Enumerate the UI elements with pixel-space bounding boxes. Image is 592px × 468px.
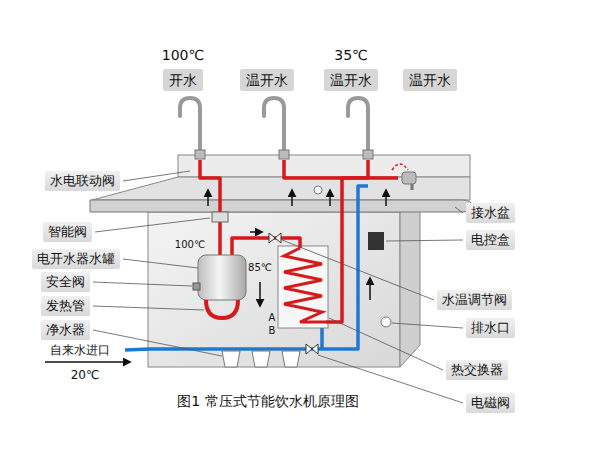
leader-line <box>93 171 463 403</box>
outlet-tag: 温开水 <box>403 69 457 92</box>
part-callout: 发热管 <box>41 296 90 316</box>
part-name: 温开水 <box>330 72 372 89</box>
part-callout: 排水口 <box>466 318 515 338</box>
annotation-label: 100℃ <box>162 47 204 64</box>
part-name: 水温调节阀 <box>442 292 507 308</box>
gauge <box>314 186 322 194</box>
part-name: 发热管 <box>46 298 85 314</box>
side-tap-link <box>392 164 408 170</box>
part-callout: 接水盆 <box>466 203 515 223</box>
part-name: 热交换器 <box>451 362 503 378</box>
part-name: 安全阀 <box>46 274 85 290</box>
part-callout: 智能阀 <box>43 222 92 242</box>
faucet-base <box>195 150 416 190</box>
boiler-tank <box>198 255 246 300</box>
part-name: 水电联动阀 <box>50 173 115 189</box>
part-callout: 热交换器 <box>446 360 508 380</box>
part-callout: 电磁阀 <box>466 393 515 413</box>
part-callout: 电控盒 <box>466 230 515 250</box>
part-name: 电开水器水罐 <box>37 251 115 267</box>
part-callout: 水电联动阀 <box>45 171 120 191</box>
part-callout: 电开水器水罐 <box>32 249 120 269</box>
sink-basin <box>90 155 472 212</box>
cold-pipe <box>125 186 368 350</box>
outlet-tag: 温开水 <box>240 69 294 92</box>
solenoid-valve <box>306 344 318 354</box>
part-name: 开水 <box>169 72 197 89</box>
part-callout: 安全阀 <box>41 272 90 292</box>
part-name: 温开水 <box>409 72 451 89</box>
annotation-label: 85℃ <box>248 262 272 274</box>
part-name: 接水盆 <box>471 205 510 221</box>
control-box <box>368 232 384 250</box>
part-name: 温开水 <box>246 72 288 89</box>
annotation-label: 100℃ <box>175 239 205 251</box>
faucet <box>180 98 368 157</box>
coil <box>284 248 326 322</box>
cabinet <box>148 206 420 367</box>
filter <box>222 351 300 367</box>
flow-arrow <box>45 190 386 362</box>
part-name: 电磁阀 <box>471 395 510 411</box>
part-name: 电控盒 <box>471 232 510 248</box>
drain <box>381 317 391 327</box>
figure-caption: 图1 常压式节能饮水机原理图 <box>177 393 358 410</box>
annotation-label: A <box>269 312 276 324</box>
temperature-valve <box>269 233 281 243</box>
part-callout: 净水器 <box>41 320 90 340</box>
part-name: 智能阀 <box>48 224 87 240</box>
safety-valve <box>193 283 200 290</box>
annotation-label: B <box>269 325 276 337</box>
outlet-tag: 温开水 <box>324 69 378 92</box>
part-name: 排水口 <box>471 320 510 336</box>
heating-tube <box>206 300 238 318</box>
part-name: 净水器 <box>46 322 85 338</box>
annotation-label: 自来水进口 <box>50 343 110 357</box>
outlet-tag: 开水 <box>163 69 203 92</box>
annotation-label: 20℃ <box>71 368 100 382</box>
annotation-label: 35℃ <box>334 47 368 64</box>
smart-valve <box>212 212 228 222</box>
heat-exchanger <box>278 246 328 328</box>
part-callout: 水温调节阀 <box>437 290 512 310</box>
